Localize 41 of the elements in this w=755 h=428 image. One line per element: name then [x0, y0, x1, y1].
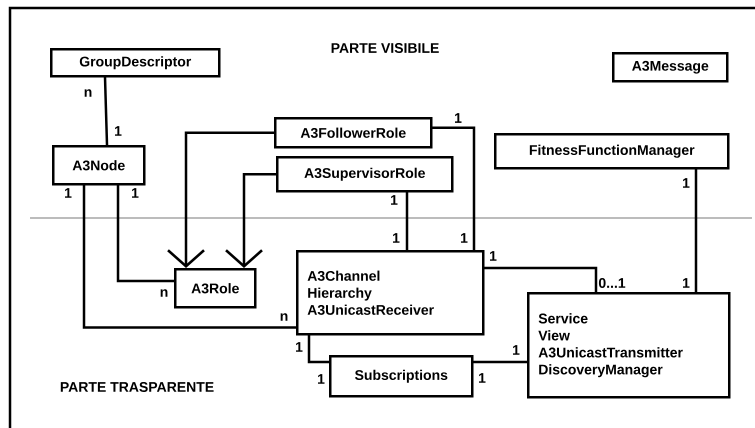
multiplicity: 1 — [490, 251, 496, 261]
section-label: PARTE VISIBILE — [332, 43, 439, 53]
multiplicity: 1 — [479, 373, 486, 383]
multiplicity: 0...1 — [598, 278, 626, 288]
multiplicity: n — [84, 89, 92, 97]
multiplicity: n — [280, 313, 288, 321]
class-box: A3Role — [174, 268, 256, 308]
class-box: A3Message — [612, 52, 728, 82]
multiplicity: 1 — [115, 126, 122, 136]
multiplicity: n — [160, 289, 168, 297]
arrow — [225, 173, 276, 268]
section-label: PARTE TRASPARENTE — [60, 382, 214, 392]
class-box: A3FollowerRole — [274, 117, 432, 148]
association-line — [406, 192, 408, 250]
association-line — [432, 126, 476, 250]
association-line — [104, 77, 108, 146]
multiplicity: 1 — [455, 113, 462, 123]
association-line — [694, 170, 698, 292]
association-line — [82, 186, 296, 329]
arrow — [167, 132, 274, 268]
class-box: A3Channel Hierarchy A3UnicastReceiver — [296, 250, 484, 336]
multiplicity: 1 — [391, 195, 398, 205]
multiplicity: 1 — [682, 178, 690, 188]
class-box: FitnessFunctionManager — [494, 133, 730, 170]
association-line — [484, 266, 598, 292]
class-box: A3Node — [52, 145, 146, 186]
association-line — [308, 336, 329, 364]
class-box: Service View A3UnicastTransmitter DiscoveryManager — [527, 292, 730, 398]
multiplicity: 1 — [682, 278, 690, 288]
multiplicity: 1 — [296, 342, 303, 352]
multiplicity: 1 — [461, 233, 468, 243]
multiplicity: 1 — [512, 345, 520, 355]
association-line — [116, 186, 174, 282]
multiplicity: 1 — [65, 188, 72, 198]
multiplicity: 1 — [318, 374, 325, 384]
class-box: GroupDescriptor — [50, 48, 220, 78]
class-box: A3SupervisorRole — [276, 156, 454, 192]
multiplicity: 1 — [393, 233, 400, 243]
multiplicity: 1 — [132, 188, 139, 198]
class-box: Subscriptions — [329, 355, 474, 398]
association-line — [474, 360, 527, 364]
